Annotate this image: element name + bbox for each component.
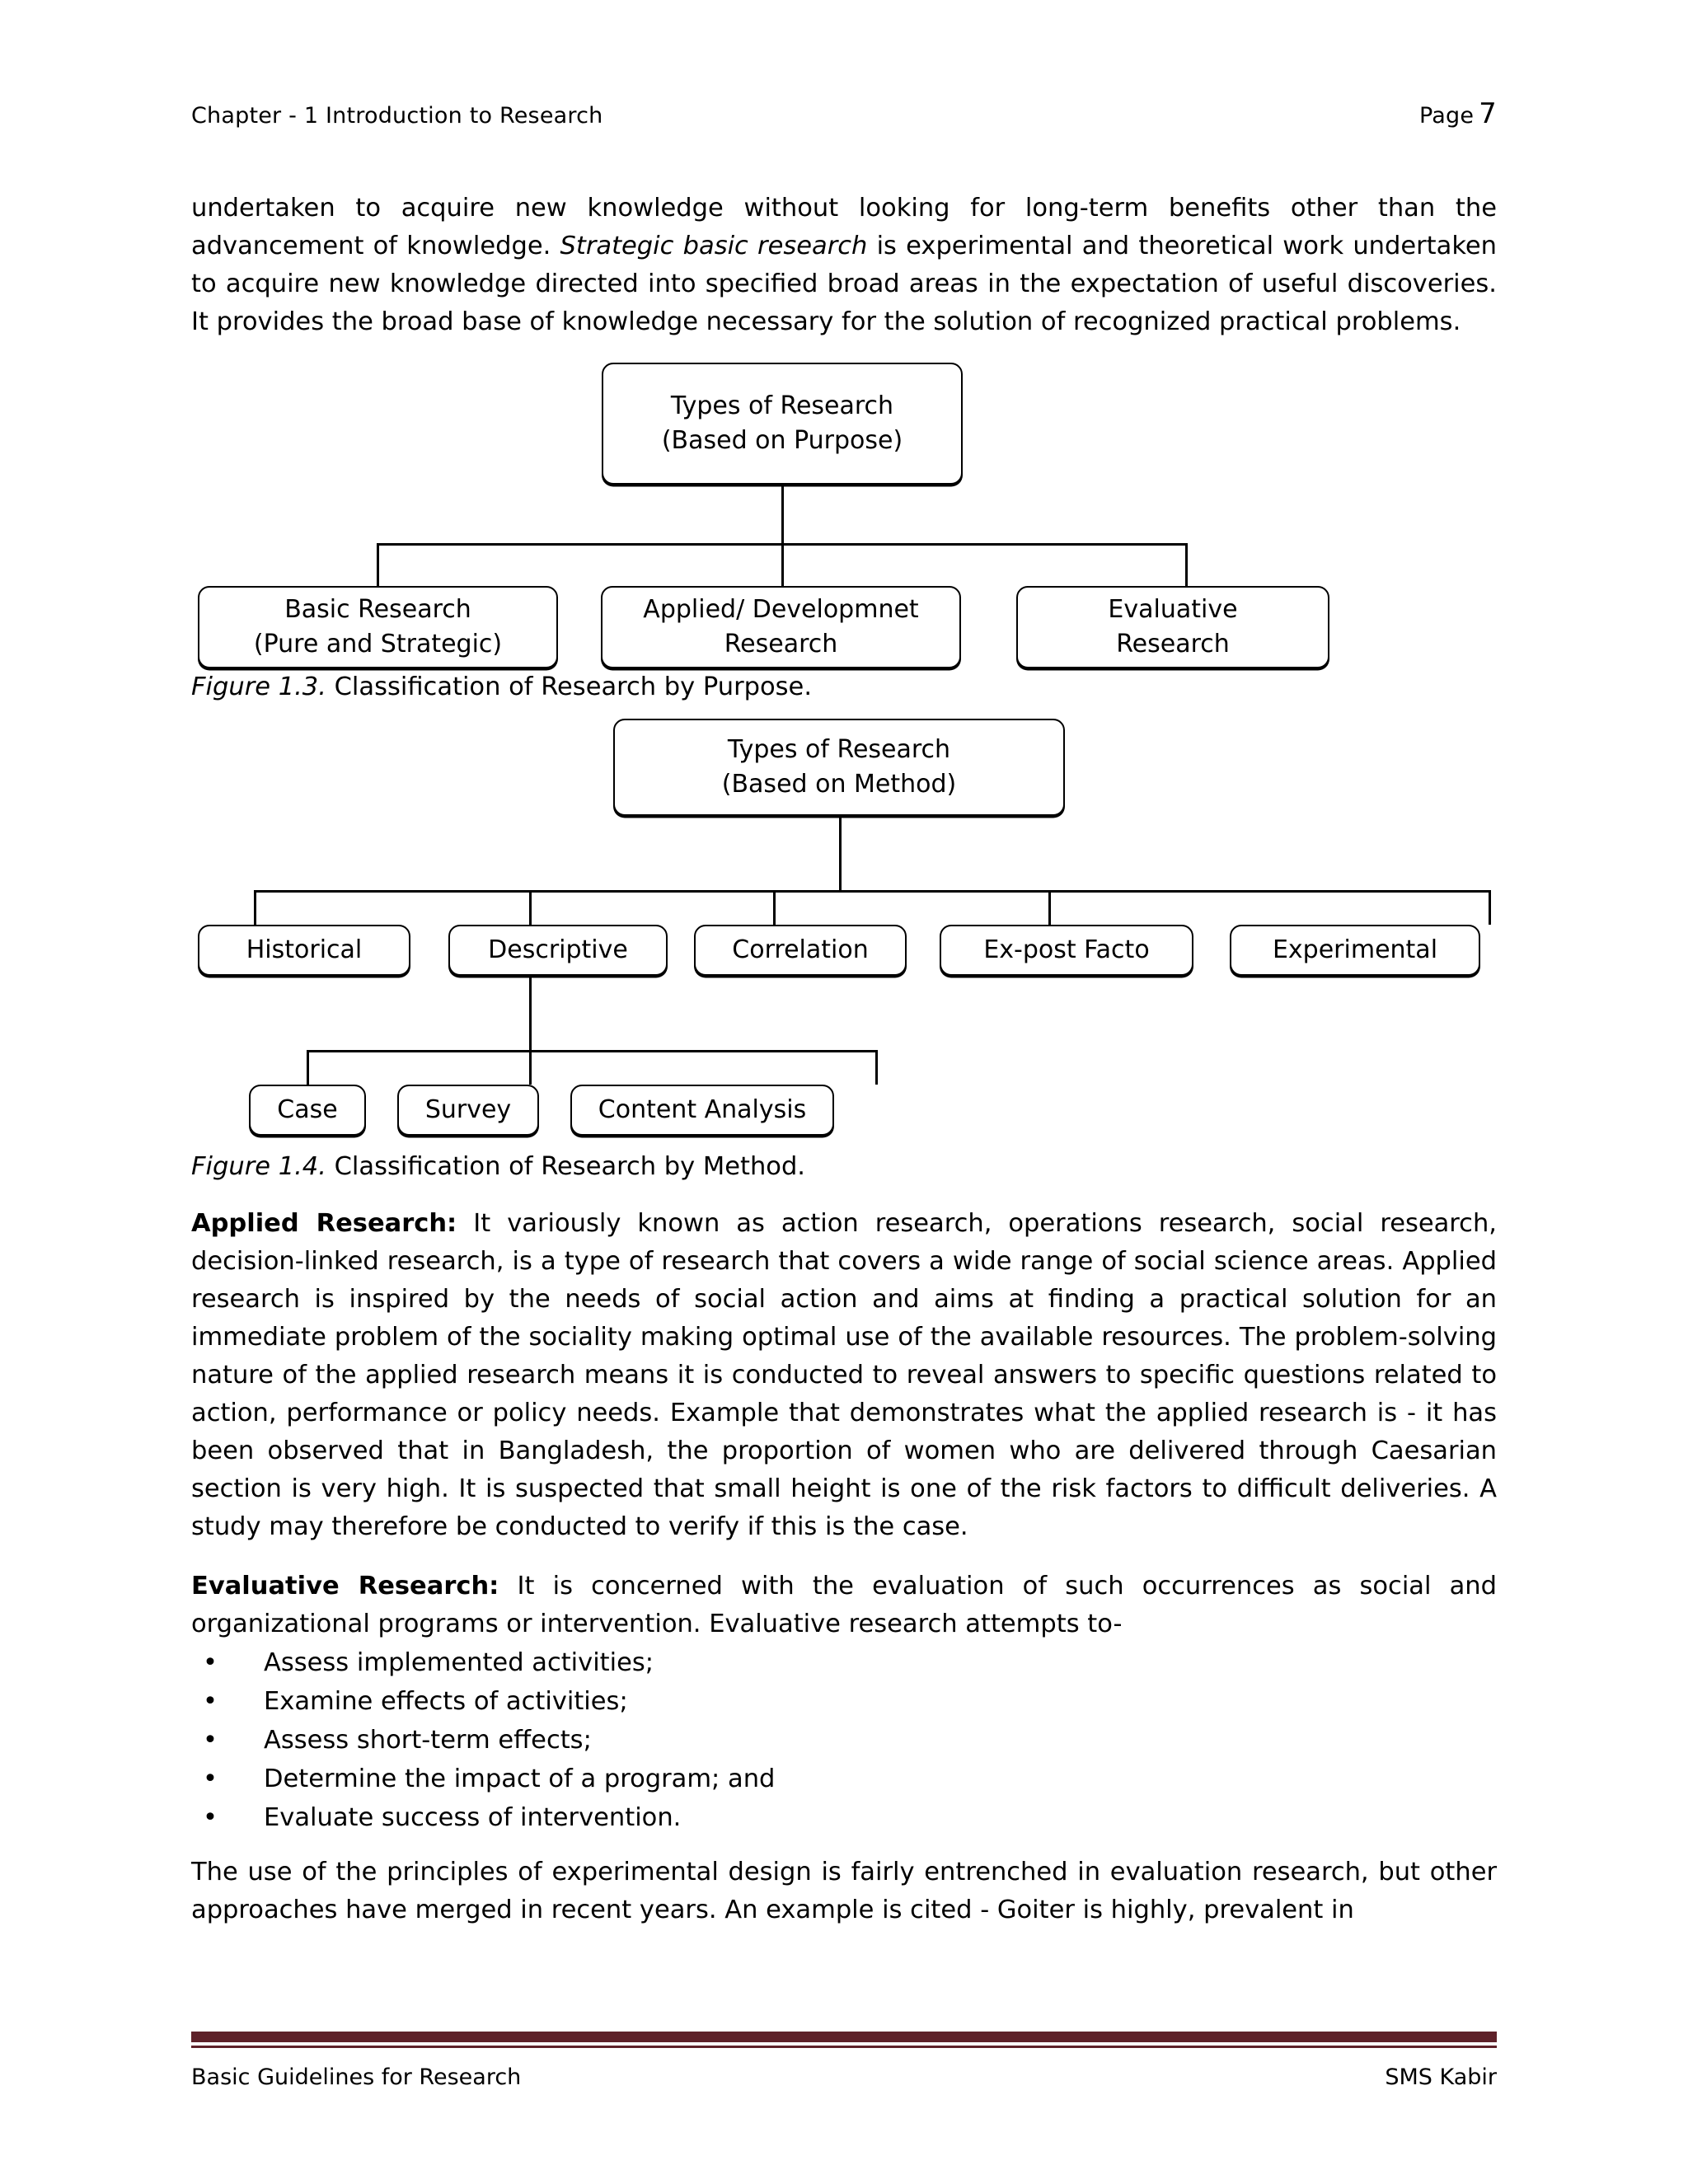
evaluative-research-heading: Evaluative Research: <box>191 1572 499 1601</box>
node-content-analysis: Content Analysis <box>570 1085 834 1136</box>
list-item-label: Assess short-term effects; <box>264 1726 592 1755</box>
node-line-1: Experimental <box>1272 935 1438 964</box>
figure-1-4-label: Figure 1.4. <box>191 1152 326 1181</box>
node-historical: Historical <box>198 925 410 976</box>
connector-root-stem <box>839 816 842 890</box>
list-item: • Assess short-term effects; <box>191 1721 1497 1760</box>
connector-method-branch-4 <box>1048 890 1051 925</box>
node-line-1: Case <box>277 1095 338 1124</box>
list-item: • Evaluate success of intervention. <box>191 1798 1497 1837</box>
node-experimental: Experimental <box>1230 925 1480 976</box>
connector-descriptive-branch-2 <box>529 1050 532 1085</box>
page-number: 7 <box>1479 97 1497 130</box>
applied-research-paragraph: Applied Research: It variously known as … <box>191 1205 1497 1546</box>
figure-1-4-diagram: Types of Research (Based on Method) Hist… <box>191 719 1497 1141</box>
applied-research-text: It variously known as action research, o… <box>191 1209 1497 1541</box>
intro-text-part1: undertaken to acquire new knowledge with… <box>191 194 1497 260</box>
node-basic-research: Basic Research (Pure and Strategic) <box>198 586 558 668</box>
evaluative-research-text: It is concerned with the evaluation of s… <box>191 1572 1497 1638</box>
node-ex-post-facto: Ex-post Facto <box>940 925 1193 976</box>
connector-branch-3 <box>1185 543 1188 586</box>
node-line-2: Research <box>724 630 838 658</box>
list-item-label: Examine effects of activities; <box>264 1687 628 1716</box>
footer-rule-gap <box>191 2042 1497 2046</box>
footer-divider <box>191 2032 1497 2048</box>
closing-paragraph: The use of the principles of experimenta… <box>191 1858 1497 1924</box>
connector-branch-2 <box>781 543 784 586</box>
connector-descriptive-branch-3 <box>875 1050 878 1085</box>
applied-research-heading: Applied Research: <box>191 1209 457 1238</box>
figure-1-3-label: Figure 1.3. <box>191 673 326 701</box>
node-types-of-research-method: Types of Research (Based on Method) <box>613 719 1065 816</box>
node-applied-development-research: Applied/ Developmnet Research <box>601 586 961 668</box>
node-line-2: (Based on Method) <box>721 770 957 799</box>
page-content: undertaken to acquire new knowledge with… <box>191 190 1497 1929</box>
node-line-2: (Based on Purpose) <box>661 426 903 455</box>
connector-descriptive-bar <box>307 1050 875 1052</box>
page-header: Chapter - 1 Introduction to Research Pag… <box>191 97 1497 130</box>
footer-book-title: Basic Guidelines for Research <box>191 2064 522 2090</box>
bullet-marker-icon: • <box>203 1726 218 1755</box>
node-line-1: Correlation <box>732 935 869 964</box>
bullet-marker-icon: • <box>203 1765 218 1793</box>
footer-rule-thick <box>191 2032 1497 2042</box>
list-item-label: Assess implemented activities; <box>264 1648 654 1677</box>
node-line-1: Ex-post Facto <box>983 935 1150 964</box>
page-label: Page <box>1418 103 1475 129</box>
figure-1-3-caption-text: Classification of Research by Purpose. <box>326 673 813 701</box>
intro-text-part2: is experimental and theoretical work und… <box>191 232 1497 336</box>
node-line-1: Descriptive <box>488 935 628 964</box>
list-item: • Determine the impact of a program; and <box>191 1760 1497 1798</box>
list-item: • Examine effects of activities; <box>191 1682 1497 1721</box>
node-survey: Survey <box>397 1085 539 1136</box>
figure-1-3-caption: Figure 1.3. Classification of Research b… <box>191 671 1497 704</box>
bullet-marker-icon: • <box>203 1803 218 1832</box>
evaluative-research-bullet-list: • Assess implemented activities; • Examine… <box>191 1643 1497 1837</box>
figure-1-4-caption-text: Classification of Research by Method. <box>326 1152 806 1181</box>
evaluative-research-paragraph: Evaluative Research: It is concerned wit… <box>191 1568 1497 1643</box>
node-types-of-research-purpose: Types of Research (Based on Purpose) <box>602 363 963 485</box>
list-item: • Assess implemented activities; <box>191 1643 1497 1682</box>
node-line-1: Types of Research <box>727 735 951 764</box>
node-line-1: Historical <box>246 935 363 964</box>
footer-author: SMS Kabir <box>1385 2064 1497 2090</box>
node-line-1: Basic Research <box>284 595 471 624</box>
node-correlation: Correlation <box>694 925 907 976</box>
bullet-marker-icon: • <box>203 1687 218 1716</box>
list-item-label: Determine the impact of a program; and <box>264 1765 776 1793</box>
node-line-1: Survey <box>424 1095 512 1124</box>
connector-method-bar <box>254 890 1489 893</box>
connector-descriptive-branch-1 <box>307 1050 309 1085</box>
node-line-2: Research <box>1116 630 1230 658</box>
node-line-1: Applied/ Developmnet <box>643 595 919 624</box>
connector-root-stem <box>781 485 784 543</box>
connector-method-branch-3 <box>773 890 776 925</box>
connector-branch-1 <box>377 543 379 586</box>
node-line-1: Content Analysis <box>598 1095 807 1124</box>
figure-1-3-diagram: Types of Research (Based on Purpose) Bas… <box>191 363 1497 668</box>
connector-descriptive-stem <box>529 976 532 1050</box>
bullet-marker-icon: • <box>203 1648 218 1677</box>
page-footer: Basic Guidelines for Research SMS Kabir <box>191 2064 1497 2090</box>
node-line-2: (Pure and Strategic) <box>253 630 503 658</box>
figure-1-4-caption: Figure 1.4. Classification of Research b… <box>191 1151 1497 1183</box>
connector-method-branch-5 <box>1489 890 1491 925</box>
node-line-1: Types of Research <box>670 391 894 420</box>
node-case: Case <box>249 1085 366 1136</box>
intro-paragraph: undertaken to acquire new knowledge with… <box>191 190 1497 341</box>
footer-rule-thin <box>191 2046 1497 2048</box>
node-line-1: Evaluative <box>1108 595 1238 624</box>
node-descriptive: Descriptive <box>448 925 668 976</box>
connector-method-branch-1 <box>254 890 256 925</box>
node-evaluative-research: Evaluative Research <box>1016 586 1329 668</box>
header-chapter-title: Chapter - 1 Introduction to Research <box>191 103 603 129</box>
strategic-basic-research-emphasis: Strategic basic research <box>560 232 868 260</box>
list-item-label: Evaluate success of intervention. <box>264 1803 682 1832</box>
connector-method-branch-2 <box>529 890 532 925</box>
